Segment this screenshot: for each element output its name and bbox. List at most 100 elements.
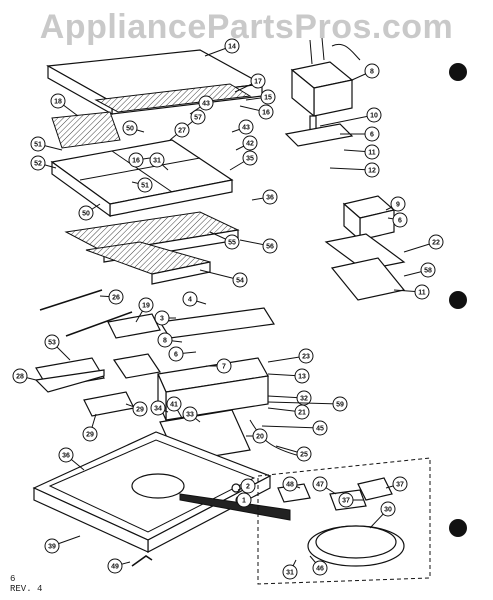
callout-bubble bbox=[216, 358, 232, 374]
callout-number: 6 bbox=[174, 352, 178, 359]
callout-number: 4 bbox=[188, 297, 192, 304]
callout-number: 54 bbox=[236, 278, 244, 285]
callout-number: 8 bbox=[370, 69, 374, 76]
callout-bubble bbox=[414, 284, 430, 300]
callout-number: 19 bbox=[142, 303, 150, 310]
callout-bubble bbox=[166, 396, 182, 412]
bottom-clip bbox=[131, 555, 153, 567]
callout-bubble bbox=[258, 104, 274, 120]
callout-bubble bbox=[364, 162, 380, 178]
callout-number: 21 bbox=[298, 410, 306, 417]
callout-bubble bbox=[122, 120, 138, 136]
callout-bubble bbox=[190, 109, 206, 125]
callout-number: 26 bbox=[112, 295, 120, 302]
callout-number: 47 bbox=[316, 482, 324, 489]
callout-number: 15 bbox=[264, 95, 272, 102]
callout-bubble bbox=[294, 368, 310, 384]
callout-leader bbox=[319, 114, 375, 127]
callout-bubble bbox=[154, 310, 170, 326]
callout-bubble bbox=[282, 476, 298, 492]
callout-bubble bbox=[224, 234, 240, 250]
callout-bubble bbox=[182, 291, 198, 307]
callout-number: 8 bbox=[163, 338, 167, 345]
callout-bubble bbox=[364, 144, 380, 160]
callout-bubble bbox=[30, 136, 46, 152]
callout-number: 53 bbox=[48, 340, 56, 347]
callout-number: 59 bbox=[336, 402, 344, 409]
callout-number: 6 bbox=[370, 132, 374, 139]
callout-number: 13 bbox=[298, 374, 306, 381]
wire-harness bbox=[249, 419, 301, 457]
callout-number: 56 bbox=[266, 244, 274, 251]
callout-bubble bbox=[312, 476, 328, 492]
callout-bubble bbox=[364, 63, 380, 79]
callout-bubble bbox=[242, 135, 258, 151]
callout-bubble bbox=[82, 426, 98, 442]
callout-number: 46 bbox=[316, 566, 324, 573]
callout-number: 51 bbox=[34, 142, 42, 149]
callout-number: 11 bbox=[368, 150, 376, 157]
motor-assembly bbox=[290, 37, 361, 118]
callout-number: 39 bbox=[48, 544, 56, 551]
callout-bubble bbox=[390, 196, 406, 212]
callout-number: 51 bbox=[141, 183, 149, 190]
callout-number: 20 bbox=[256, 434, 264, 441]
callout-bubble bbox=[44, 538, 60, 554]
callout-number: 37 bbox=[342, 498, 350, 505]
callout-leader bbox=[267, 401, 341, 405]
heater-element-lower bbox=[85, 241, 211, 285]
rack-bar bbox=[39, 289, 133, 337]
callout-bubble bbox=[30, 155, 46, 171]
callout-bubble bbox=[224, 38, 240, 54]
callout-bubble bbox=[260, 89, 276, 105]
circuit-board-center bbox=[112, 353, 162, 379]
callout-bubble bbox=[50, 93, 66, 109]
callout-bubble bbox=[12, 368, 28, 384]
callout-bubble bbox=[296, 446, 312, 462]
callout-number: 11 bbox=[418, 290, 426, 297]
watermark: AppliancePartsPros.com bbox=[39, 8, 454, 46]
callout-bubble bbox=[428, 234, 444, 250]
callout-number: 23 bbox=[302, 354, 310, 361]
callout-bubble bbox=[298, 348, 314, 364]
circuit-board-left bbox=[34, 357, 105, 393]
callout-number: 57 bbox=[194, 115, 202, 122]
binder-hole-middle bbox=[449, 291, 467, 309]
callout-bubble bbox=[380, 501, 396, 517]
callout-number: 9 bbox=[396, 202, 400, 209]
page-number: 6 bbox=[10, 574, 16, 584]
callout-number: 18 bbox=[54, 99, 62, 106]
callout-bubble bbox=[250, 73, 266, 89]
switch-plate bbox=[158, 307, 276, 339]
callout-number: 16 bbox=[262, 110, 270, 117]
callout-bubble bbox=[168, 346, 184, 362]
callout-number: 32 bbox=[300, 396, 308, 403]
detail-leader bbox=[179, 493, 291, 521]
callout-number: 6 bbox=[398, 218, 402, 225]
callout-number: 1 bbox=[242, 498, 246, 505]
callout-number: 55 bbox=[228, 240, 236, 247]
callout-number: 42 bbox=[246, 141, 254, 148]
callout-bubble bbox=[78, 205, 94, 221]
motor-shaft bbox=[284, 115, 354, 147]
callout-bubble bbox=[236, 492, 252, 508]
callout-number: 52 bbox=[34, 161, 42, 168]
callout-number: 17 bbox=[254, 79, 262, 86]
turntable-detail-box bbox=[257, 457, 431, 585]
callout-bubble bbox=[174, 122, 190, 138]
callout-number: 7 bbox=[222, 364, 226, 371]
callout-bubble bbox=[149, 152, 165, 168]
callout-number: 43 bbox=[202, 101, 210, 108]
insulation-pad bbox=[94, 83, 252, 113]
callout-bubble bbox=[242, 150, 258, 166]
callout-number: 12 bbox=[368, 168, 376, 175]
callout-number: 50 bbox=[82, 211, 90, 218]
callout-bubble bbox=[364, 126, 380, 142]
callout-bubble bbox=[312, 560, 328, 576]
callout-bubble bbox=[262, 189, 278, 205]
callout-bubble bbox=[157, 332, 173, 348]
callout-number: 2 bbox=[246, 484, 250, 491]
binder-hole-top bbox=[449, 63, 467, 81]
